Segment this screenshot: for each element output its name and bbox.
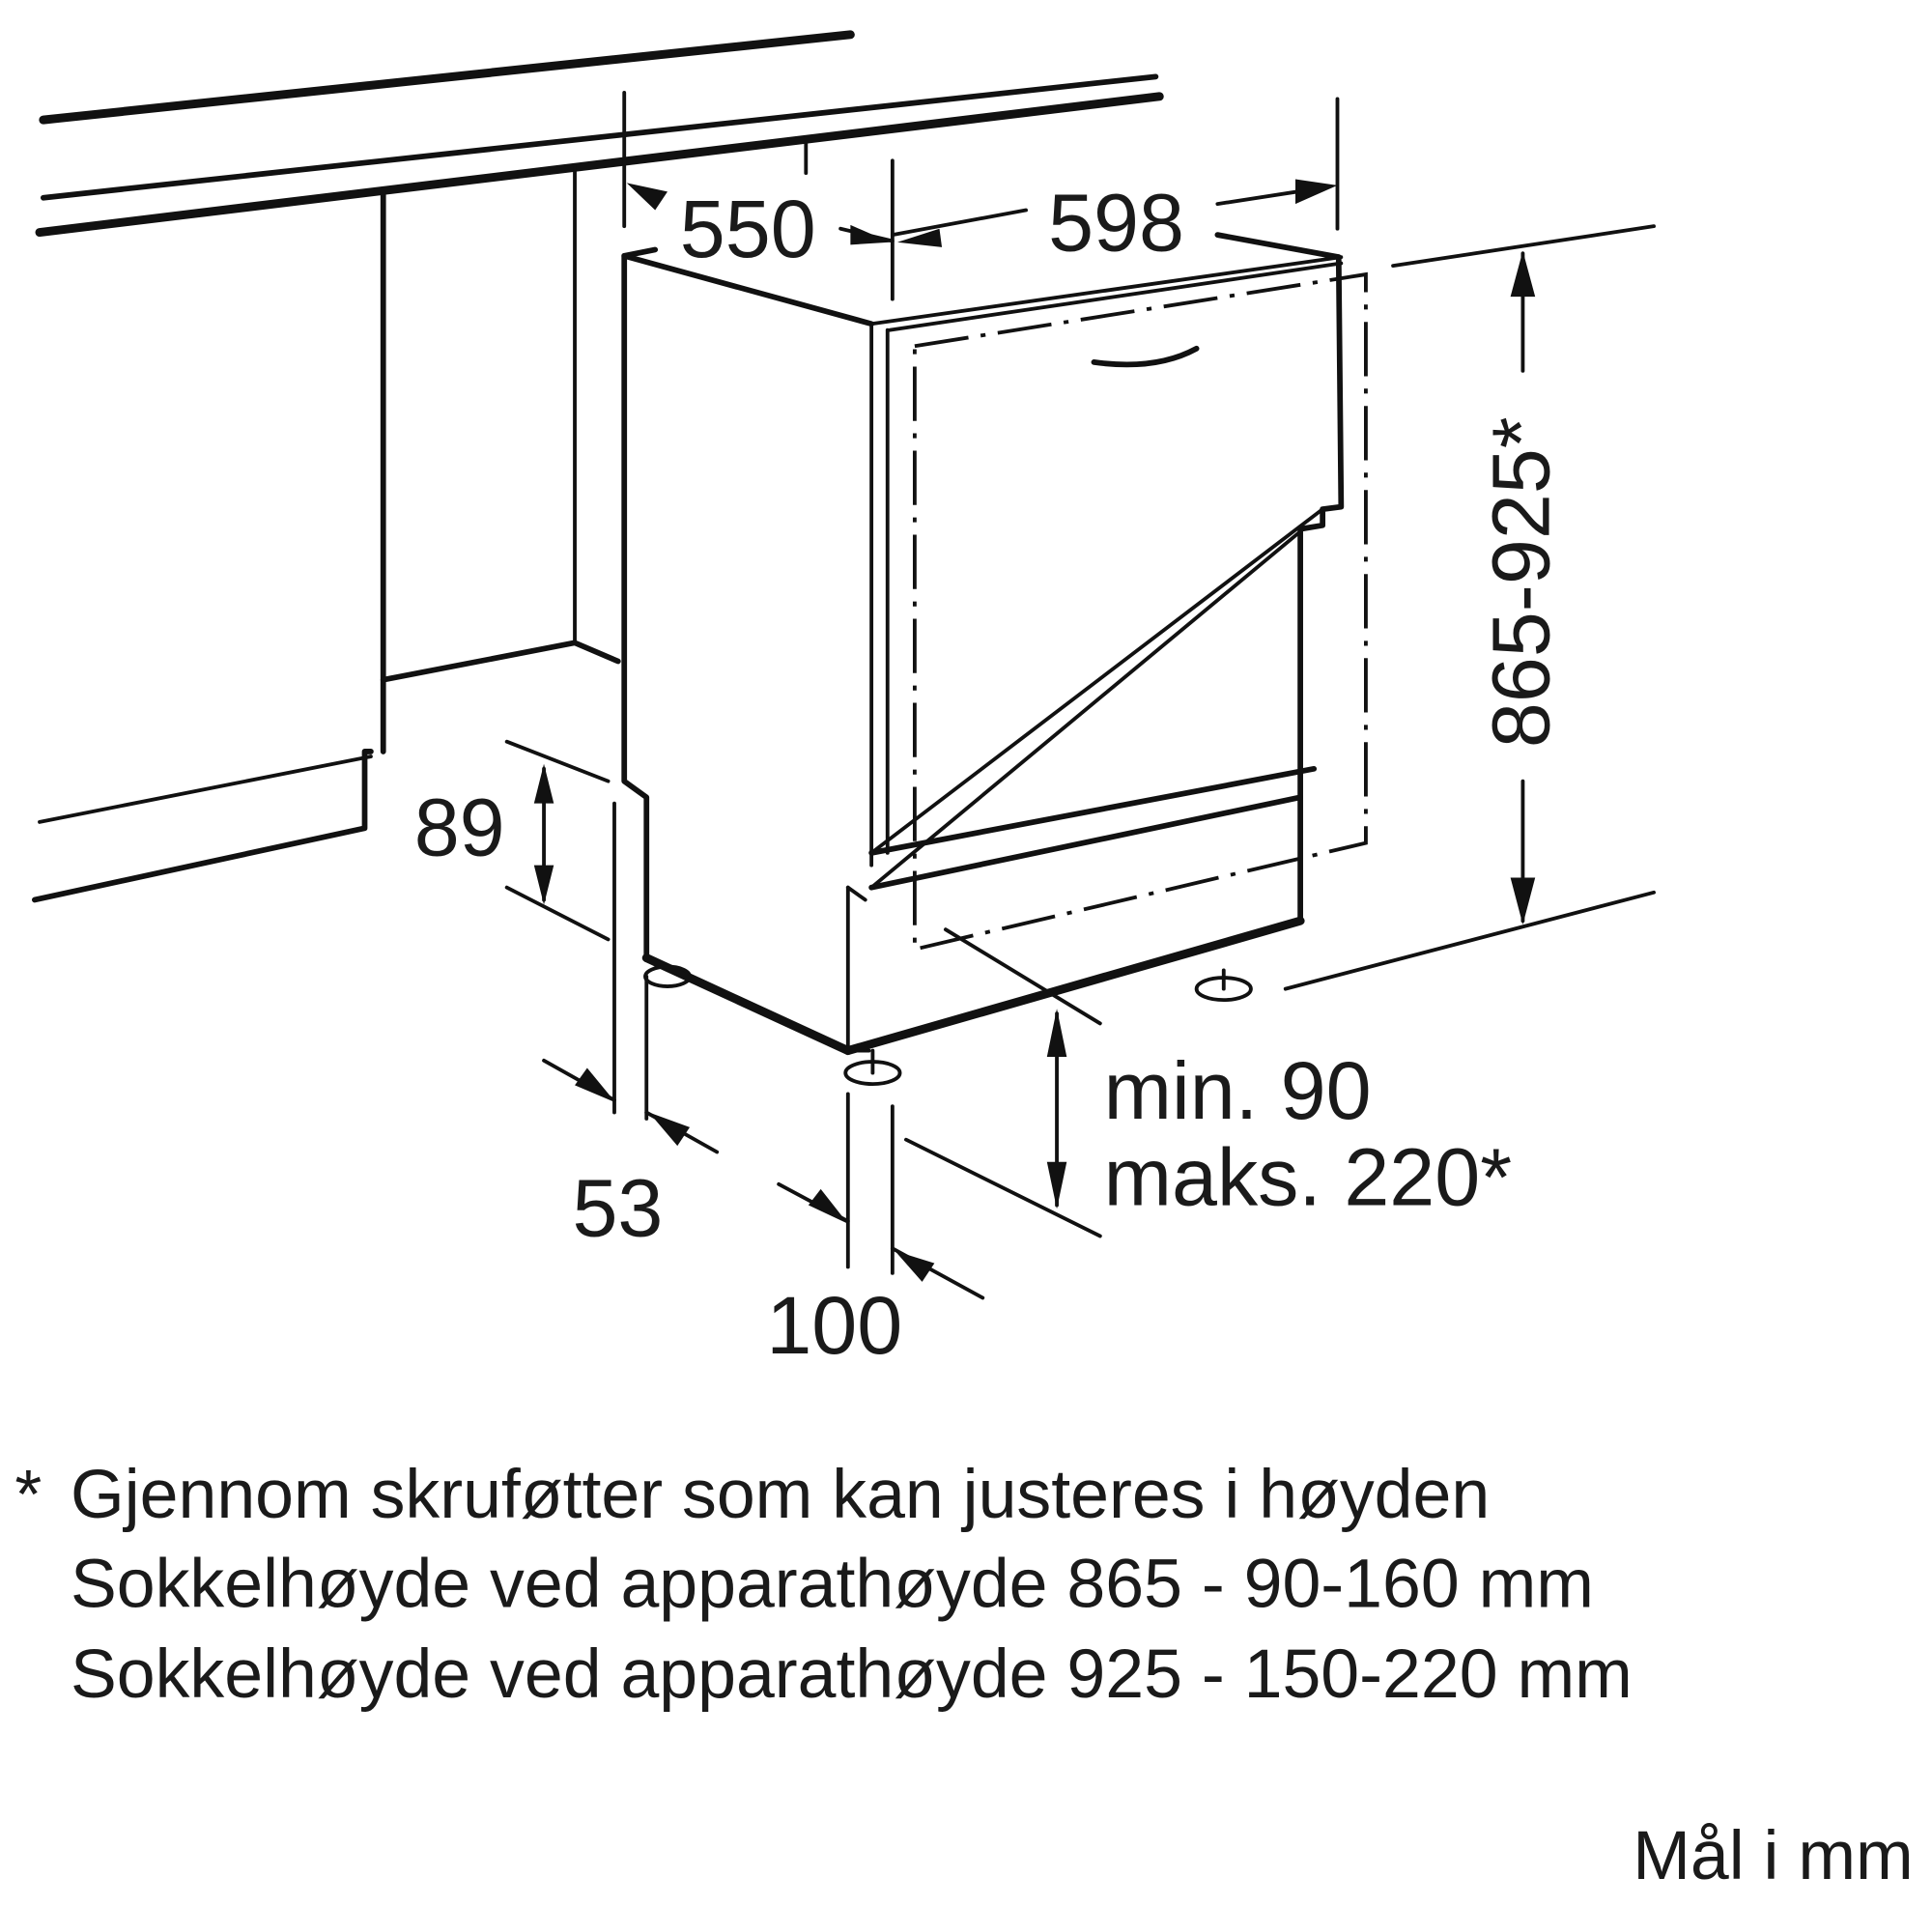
foot-setback-label: 53: [572, 1163, 663, 1254]
plinth-depth-label: 100: [766, 1280, 902, 1371]
dishwasher-body: [621, 232, 1345, 1056]
door-handle: [1091, 345, 1200, 368]
note-line-2: Sokkelhøyde ved apparathøyde 865 - 90-16…: [71, 1545, 1594, 1622]
note-asterisk: *: [14, 1456, 42, 1533]
plinth-max-label: maks. 220*: [1104, 1132, 1512, 1223]
dimension-lines: [504, 91, 1656, 1300]
door-panel-outline: [912, 271, 1368, 953]
adjacent-cabinet: [32, 164, 621, 903]
width-label: 598: [1048, 178, 1184, 269]
plinth-min-label: min. 90: [1104, 1045, 1372, 1136]
units-label: Mål i mm: [1633, 1817, 1914, 1894]
countertop-lines: [35, 30, 1164, 238]
depth-label: 550: [680, 184, 816, 274]
height-label: 865-925*: [1475, 416, 1566, 748]
note-line-1: Gjennom skruføtter som kan justeres i hø…: [71, 1456, 1490, 1533]
note-line-3: Sokkelhøyde ved apparathøyde 925 - 150-2…: [71, 1636, 1633, 1713]
door-offset-label: 89: [414, 782, 505, 872]
